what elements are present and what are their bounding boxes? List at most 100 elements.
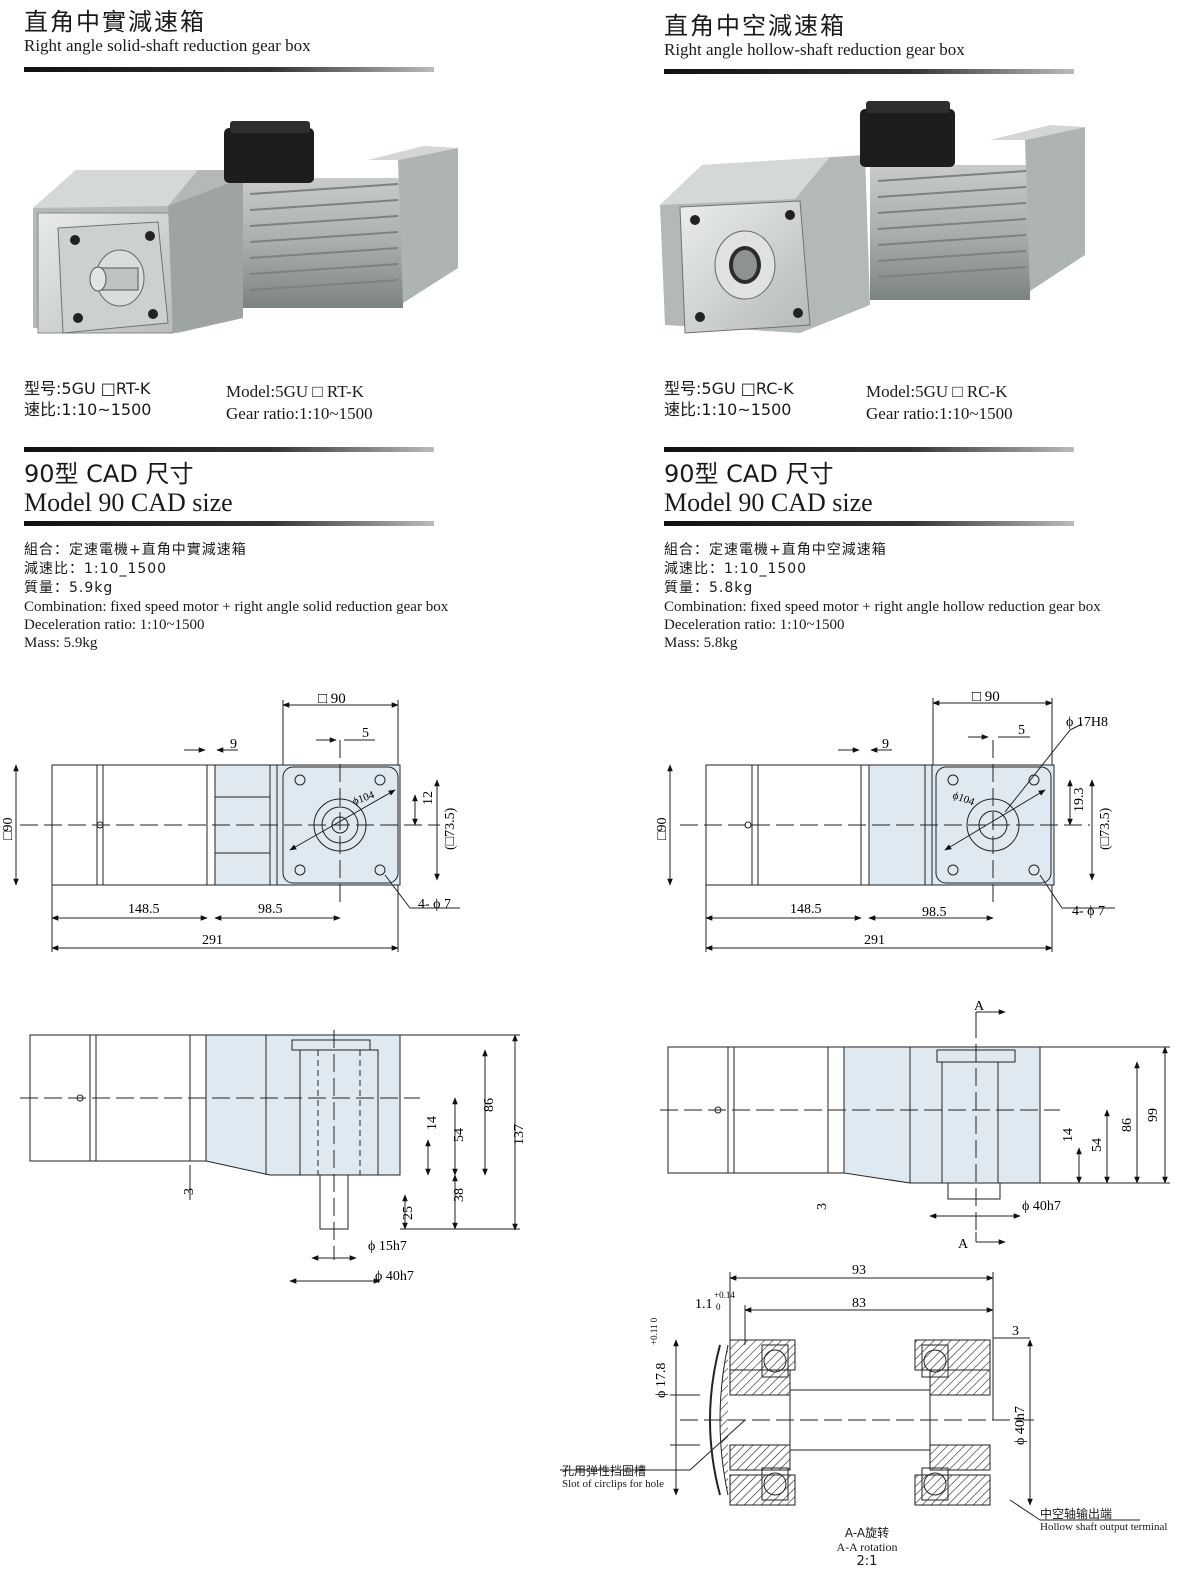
right-model-cn: 型号:5GU □RC-K 速比:1:10~1500 bbox=[664, 378, 794, 420]
dim-14-left: 14 bbox=[425, 1116, 440, 1130]
right-title-cn: 直角中空減速箱 bbox=[664, 12, 846, 40]
dim-1485-left: 148.5 bbox=[128, 902, 160, 917]
right-spec-en-2: Mass: 5.8kg bbox=[664, 635, 738, 651]
left-model-en-line: Model:5GU □ RT-K bbox=[226, 382, 365, 401]
dim-83: 83 bbox=[852, 1296, 866, 1311]
right-ratio-en-line: Gear ratio:1:10~1500 bbox=[866, 404, 1013, 423]
right-section-rule bbox=[664, 447, 1074, 452]
dim-985-left: 98.5 bbox=[258, 902, 283, 917]
right-model-line: 型号:5GU □RC-K bbox=[664, 379, 794, 398]
dim-178: ϕ 17.8 bbox=[654, 1363, 669, 1398]
section-mark-a-bottom: A bbox=[958, 1237, 969, 1252]
dim-291-left: 291 bbox=[202, 933, 223, 948]
left-spec-en-1: Deceleration ratio: 1:10~1500 bbox=[24, 617, 205, 633]
dim-985-right: 98.5 bbox=[922, 905, 947, 920]
left-spec-cn-0: 組合：定速電機+直角中實減速箱 bbox=[24, 542, 247, 558]
right-specs: 組合：定速電機+直角中空減速箱 減速比：1:10_1500 質量：5.8kg C… bbox=[664, 541, 1101, 652]
left-ratio-line: 速比:1:10~1500 bbox=[24, 400, 152, 419]
hollow-output-label-en: Hollow shaft output terminal bbox=[1040, 1521, 1168, 1533]
right-cad-title: 90型 CAD 尺寸 Model 90 CAD size bbox=[664, 460, 873, 518]
left-model-line: 型号:5GU □RT-K bbox=[24, 379, 151, 398]
dim-14-right: 14 bbox=[1061, 1128, 1076, 1142]
dim-3-right: 3 bbox=[815, 1203, 830, 1210]
left-cad-title-en: Model 90 CAD size bbox=[24, 488, 233, 517]
dim-11-tol-lo: 0 bbox=[716, 1302, 721, 1312]
circlip-slot-label-cn: 孔用弹性挡圈槽 bbox=[562, 1464, 647, 1478]
dim-3-left: 3 bbox=[182, 1188, 197, 1195]
left-spec-cn-2: 質量：5.9kg bbox=[24, 580, 114, 596]
dim-137: 137 bbox=[512, 1124, 527, 1145]
left-title-cn: 直角中實減速箱 bbox=[24, 8, 206, 36]
left-side-view bbox=[20, 1030, 520, 1284]
dim-17h8: ϕ 17H8 bbox=[1066, 715, 1108, 730]
right-model-en: Model:5GU □ RC-K Gear ratio:1:10~1500 bbox=[866, 381, 1013, 425]
left-model-cn: 型号:5GU □RT-K 速比:1:10~1500 bbox=[24, 378, 151, 420]
dim-735-right: (□73.5) bbox=[1098, 807, 1113, 850]
right-spec-cn-1: 減速比：1:10_1500 bbox=[664, 561, 808, 577]
dim-54-right: 54 bbox=[1090, 1138, 1105, 1152]
left-header: 直角中實減速箱 Right angle solid-shaft reductio… bbox=[24, 8, 434, 56]
dim-sq90-right: □ 90 bbox=[972, 689, 1000, 705]
hollow-output-label-cn: 中空轴输出端 bbox=[1040, 1507, 1113, 1521]
hollow-output-label: 中空轴输出端 Hollow shaft output terminal bbox=[1040, 1507, 1167, 1534]
section-view bbox=[560, 1272, 1140, 1521]
left-cad-title: 90型 CAD 尺寸 Model 90 CAD size bbox=[24, 460, 233, 518]
left-specs: 組合：定速電機+直角中實減速箱 減速比：1:10_1500 質量：5.9kg C… bbox=[24, 541, 448, 652]
right-spec-en-1: Deceleration ratio: 1:10~1500 bbox=[664, 617, 845, 633]
dim-735-left: (□73.5) bbox=[443, 807, 458, 850]
dim-4phi7-right: 4- ϕ 7 bbox=[1072, 904, 1105, 919]
dim-93: 93 bbox=[852, 1263, 866, 1278]
right-cad-rule bbox=[664, 521, 1074, 526]
dim-11: 1.1 bbox=[695, 1297, 713, 1312]
dim-9-right: 9 bbox=[882, 737, 889, 752]
left-model-en: Model:5GU □ RT-K Gear ratio:1:10~1500 bbox=[226, 381, 373, 425]
dim-40h7-section: ϕ 40h7 bbox=[1013, 1406, 1028, 1445]
dim-178-tol: +0.11 0 bbox=[649, 1317, 659, 1345]
left-ratio-en-line: Gear ratio:1:10~1500 bbox=[226, 404, 373, 423]
dim-sq90v-left: □90 bbox=[1, 818, 16, 840]
dim-86-left: 86 bbox=[482, 1098, 497, 1112]
left-spec-en-0: Combination: fixed speed motor + right a… bbox=[24, 599, 449, 615]
left-cad-rule bbox=[24, 521, 434, 526]
dim-4phi7-left: 4- ϕ 7 bbox=[418, 897, 451, 912]
dim-1485-right: 148.5 bbox=[790, 902, 822, 917]
left-cad-title-cn: 90型 CAD 尺寸 bbox=[24, 460, 194, 488]
left-spec-en-2: Mass: 5.9kg bbox=[24, 635, 98, 651]
right-spec-cn-0: 組合：定速電機+直角中空減速箱 bbox=[664, 542, 887, 558]
dim-12-left: 12 bbox=[421, 791, 436, 805]
section-caption: A-A旋转 A-A rotation 2:1 bbox=[822, 1526, 912, 1570]
right-header: 直角中空減速箱 Right angle hollow-shaft reducti… bbox=[664, 12, 1074, 60]
right-top-view bbox=[667, 698, 1115, 952]
left-title-rule bbox=[24, 67, 434, 72]
hollow-shaft-gearbox-photo bbox=[660, 101, 1085, 334]
section-mark-a-top: A bbox=[974, 999, 985, 1014]
dim-sq90-left: □ 90 bbox=[318, 691, 346, 707]
section-caption-en: A-A rotation bbox=[836, 1540, 898, 1554]
dim-193: 19.3 bbox=[1072, 788, 1087, 813]
circlip-slot-label-en: Slot of circlips for hole bbox=[562, 1478, 665, 1490]
dim-25: 25 bbox=[401, 1206, 416, 1220]
right-cad-title-en: Model 90 CAD size bbox=[664, 488, 873, 517]
dim-sq90v-right: □90 bbox=[655, 818, 670, 840]
section-scale: 2:1 bbox=[856, 1554, 878, 1569]
right-spec-cn-2: 質量：5.8kg bbox=[664, 580, 754, 596]
section-caption-cn: A-A旋转 bbox=[844, 1526, 890, 1540]
dim-11-tol-up: +0.14 bbox=[714, 1290, 735, 1300]
dim-86-right: 86 bbox=[1120, 1118, 1135, 1132]
dim-99: 99 bbox=[1146, 1108, 1161, 1122]
dim-40h7-left: ϕ 40h7 bbox=[375, 1269, 414, 1284]
dim-38: 38 bbox=[452, 1188, 467, 1202]
left-section-rule bbox=[24, 447, 434, 452]
right-title-rule bbox=[664, 69, 1074, 74]
dim-291-right: 291 bbox=[864, 933, 885, 948]
dim-54-left: 54 bbox=[452, 1128, 467, 1142]
right-cad-title-cn: 90型 CAD 尺寸 bbox=[664, 460, 834, 488]
left-spec-cn-1: 減速比：1:10_1500 bbox=[24, 561, 168, 577]
right-model-en-line: Model:5GU □ RC-K bbox=[866, 382, 1008, 401]
solid-shaft-gearbox-photo bbox=[33, 121, 458, 334]
dim-9-left: 9 bbox=[230, 737, 237, 752]
right-spec-en-0: Combination: fixed speed motor + right a… bbox=[664, 599, 1101, 615]
dim-5-left: 5 bbox=[362, 726, 369, 741]
dim-5-right: 5 bbox=[1018, 723, 1025, 738]
